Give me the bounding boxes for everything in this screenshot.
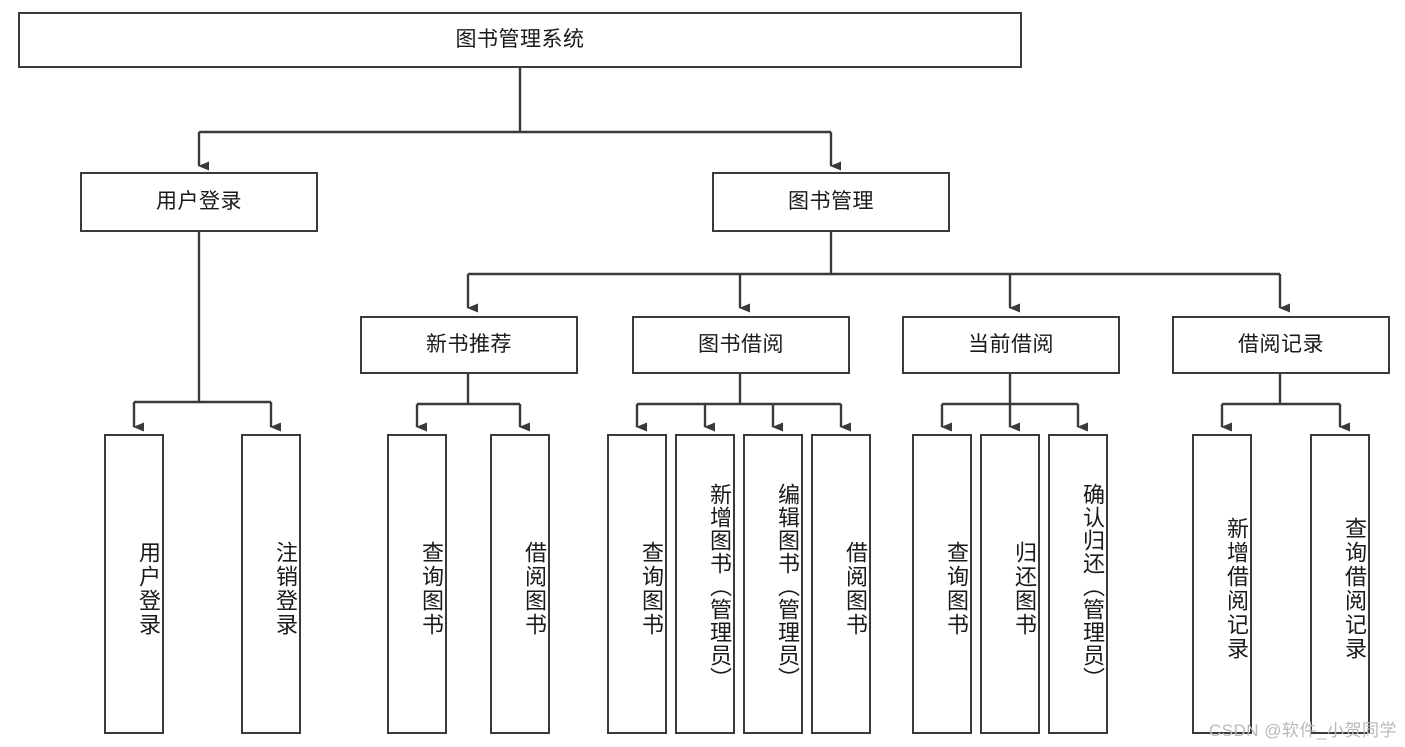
node-leaf-borrow-book[interactable]: 借阅图书 <box>811 434 871 734</box>
node-label: 新书推荐 <box>426 333 512 357</box>
node-label: 用户登录 <box>156 190 242 214</box>
node-label: 借阅图书 <box>843 541 868 637</box>
node-label: 归还图书 <box>1012 541 1037 637</box>
node-label: 确认归还（管理员） <box>1080 482 1105 690</box>
node-label: 新增图书（管理员） <box>707 482 732 690</box>
node-label: 图书管理系统 <box>455 28 585 52</box>
node-label: 查询图书 <box>639 541 664 637</box>
node-label: 图书借阅 <box>698 333 784 357</box>
node-label: 借阅记录 <box>1238 333 1324 357</box>
node-label: 图书管理 <box>788 190 874 214</box>
node-label: 新增借阅记录 <box>1224 517 1249 661</box>
node-label: 注销登录 <box>273 541 298 637</box>
node-label: 查询借阅记录 <box>1342 517 1367 661</box>
node-leaf-logout[interactable]: 注销登录 <box>241 434 301 734</box>
node-leaf-edit-book-admin[interactable]: 编辑图书（管理员） <box>743 434 803 734</box>
node-label: 编辑图书（管理员） <box>775 482 800 690</box>
node-leaf-confirm-return-admin[interactable]: 确认归还（管理员） <box>1048 434 1108 734</box>
node-book-management[interactable]: 图书管理 <box>712 172 950 232</box>
node-leaf-query-borrow-record[interactable]: 查询借阅记录 <box>1310 434 1370 734</box>
node-leaf-add-book-admin[interactable]: 新增图书（管理员） <box>675 434 735 734</box>
node-leaf-add-borrow-record[interactable]: 新增借阅记录 <box>1192 434 1252 734</box>
node-new-book-recommend[interactable]: 新书推荐 <box>360 316 578 374</box>
node-leaf-query-book-recommend[interactable]: 查询图书 <box>387 434 447 734</box>
node-label: 用户登录 <box>136 541 161 637</box>
node-label: 当前借阅 <box>968 333 1054 357</box>
csdn-watermark: CSDN @软件_小贺同学 <box>1208 721 1397 740</box>
node-label: 查询图书 <box>944 541 969 637</box>
node-leaf-query-book-current[interactable]: 查询图书 <box>912 434 972 734</box>
node-borrow-record[interactable]: 借阅记录 <box>1172 316 1390 374</box>
node-label: 借阅图书 <box>522 541 547 637</box>
node-label: 查询图书 <box>419 541 444 637</box>
node-current-borrow[interactable]: 当前借阅 <box>902 316 1120 374</box>
node-book-borrow[interactable]: 图书借阅 <box>632 316 850 374</box>
node-user-login[interactable]: 用户登录 <box>80 172 318 232</box>
node-leaf-user-login[interactable]: 用户登录 <box>104 434 164 734</box>
node-root-system[interactable]: 图书管理系统 <box>18 12 1022 68</box>
node-leaf-return-book[interactable]: 归还图书 <box>980 434 1040 734</box>
node-leaf-query-book-borrow[interactable]: 查询图书 <box>607 434 667 734</box>
node-leaf-borrow-book-recommend[interactable]: 借阅图书 <box>490 434 550 734</box>
